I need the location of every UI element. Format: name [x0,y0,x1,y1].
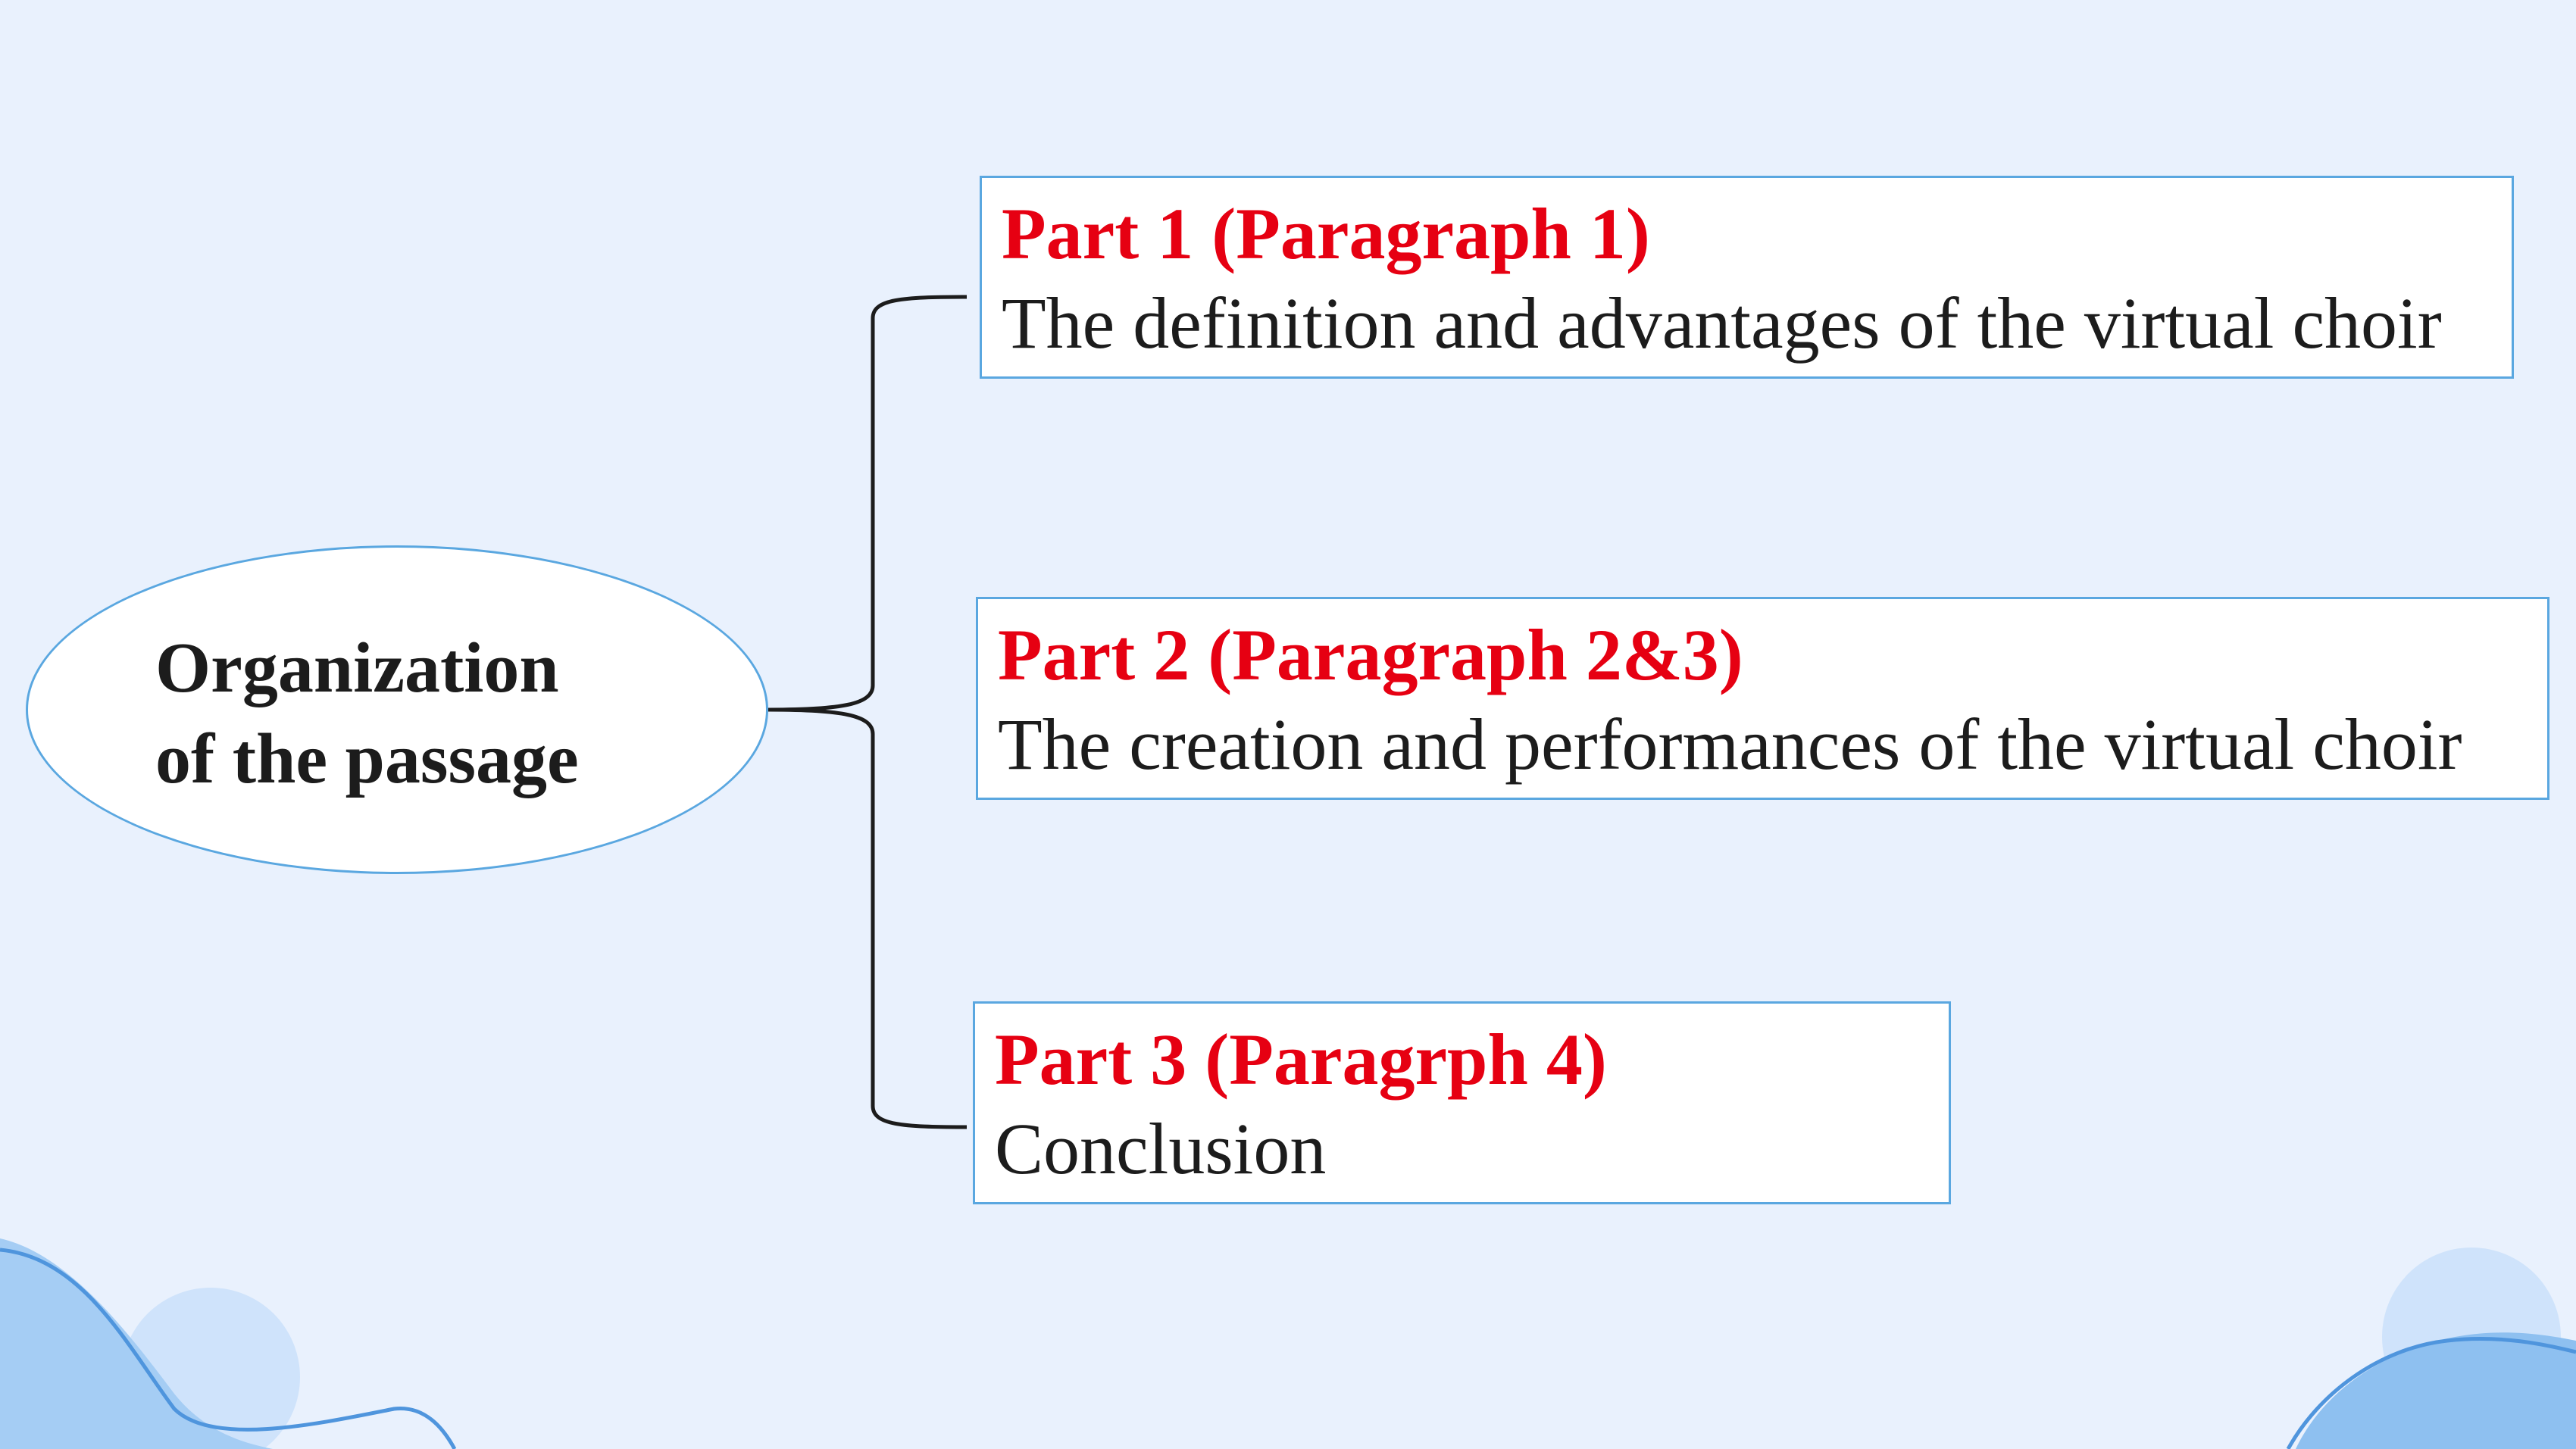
center-label: Organization of the passage [155,623,746,804]
part-3-box: Part 3 (Paragrph 4) Conclusion [973,1001,1951,1204]
part-2-title: Part 2 (Paragraph 2&3) [998,614,1743,695]
part-2-box: Part 2 (Paragraph 2&3) The creation and … [976,597,2549,800]
part-2-description: The creation and performances of the vir… [998,704,2462,785]
center-ellipse [26,545,768,874]
brace-path [767,295,968,1129]
decor-wave-left-line [0,1248,457,1449]
part-3-title: Part 3 (Paragrph 4) [995,1019,1607,1100]
center-label-line1: Organization [155,629,559,707]
part-1-box: Part 1 (Paragraph 1) The definition and … [980,176,2514,379]
part-1-description: The definition and advantages of the vir… [1002,283,2442,364]
decor-wave-right-fill [2296,1332,2576,1449]
part-3-description: Conclusion [995,1108,1327,1189]
decor-wave-right-line [2286,1337,2576,1449]
center-label-line2: of the passage [155,720,579,798]
part-1-title: Part 1 (Paragraph 1) [1002,193,1650,274]
decor-wave-left-fill [0,1238,273,1449]
